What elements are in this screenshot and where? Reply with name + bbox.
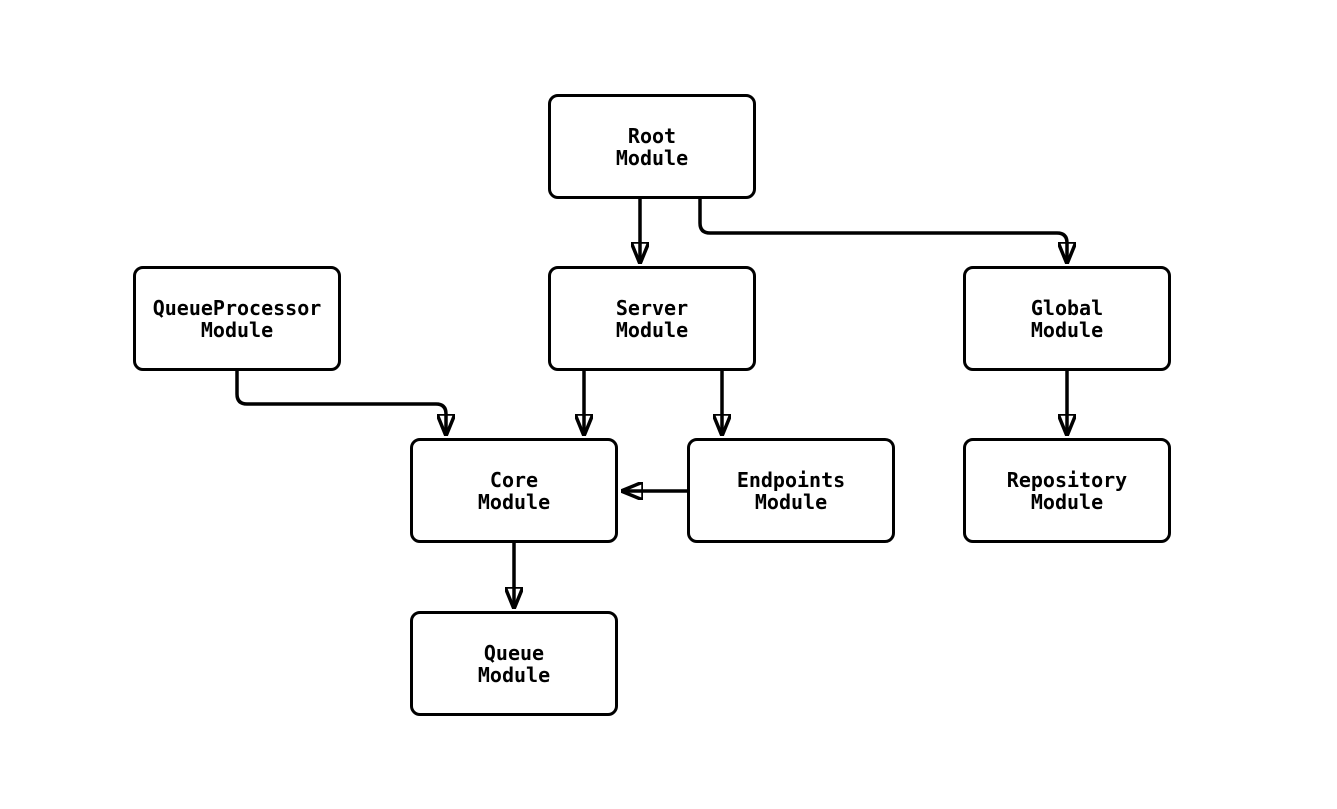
node-server-module: Server Module <box>548 266 756 371</box>
node-repository-module: Repository Module <box>963 438 1171 543</box>
node-root-module: Root Module <box>548 94 756 199</box>
node-queue-module-label: Queue Module <box>477 640 551 687</box>
edge-queueprocessor-to-core <box>235 371 446 434</box>
node-endpoints-module-label: Endpoints Module <box>736 467 846 514</box>
node-core-module: Core Module <box>410 438 618 543</box>
node-global-module-label: Global Module <box>1030 295 1104 342</box>
edge-root-to-global <box>698 199 1067 262</box>
node-queue-module: Queue Module <box>410 611 618 716</box>
node-server-module-label: Server Module <box>615 295 689 342</box>
node-root-module-label: Root Module <box>615 123 689 170</box>
node-queueprocessor-module: QueueProcessor Module <box>133 266 341 371</box>
node-repository-module-label: Repository Module <box>1006 467 1128 514</box>
node-core-module-label: Core Module <box>477 467 551 514</box>
node-endpoints-module: Endpoints Module <box>687 438 895 543</box>
node-global-module: Global Module <box>963 266 1171 371</box>
node-queueprocessor-module-label: QueueProcessor Module <box>152 295 322 342</box>
